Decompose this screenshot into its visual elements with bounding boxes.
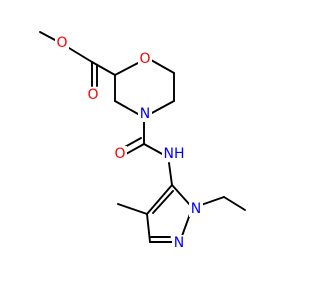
bond-ring-c2-o <box>114 62 139 76</box>
bond-pyr-n1-n2 <box>181 213 191 237</box>
bond-pyr-c3-c4 <box>146 213 151 243</box>
bond-amide-c-nh <box>143 143 165 156</box>
bond-ethyl-2 <box>223 196 246 211</box>
bond-pyr-c5-n1 <box>171 184 191 206</box>
bond-pyr-c4-c5-2 <box>152 190 174 214</box>
bond-carbonyl-ring-c2 <box>91 61 116 76</box>
bond-methyl-ester-o <box>39 31 56 41</box>
amide-nh-label: NH <box>164 146 185 162</box>
bond-c4-methyl <box>117 203 148 215</box>
pyrazole-n1-label: N <box>191 201 201 217</box>
ring-nitrogen-label: N <box>140 106 150 122</box>
bond-amide-double-1 <box>125 143 145 155</box>
bond-ring-n-c3 <box>114 100 139 115</box>
structure-diagram: O O O N O NH N N <box>39 31 246 251</box>
carbonyl-oxygen-label: O <box>87 87 98 103</box>
pyrazole-n2-label: N <box>174 235 184 251</box>
bond-n1-ethyl-1 <box>200 196 225 206</box>
molecule-canvas: O O O N O NH N N <box>39 31 246 251</box>
bond-ring-c5-n <box>149 100 175 115</box>
bond-pyr-c4-c5-1 <box>146 184 173 215</box>
methyl-ester-oxygen-label: O <box>56 35 67 51</box>
bond-ring-o-c6 <box>150 59 175 74</box>
ring-oxygen-label: O <box>139 51 150 67</box>
bond-ester-o-carbonyl-c <box>68 47 93 63</box>
bond-nh-pyrazole-c5 <box>168 162 173 186</box>
amide-oxygen-label: O <box>114 146 125 162</box>
atom-label-group: O O O N O NH N N <box>55 35 203 251</box>
